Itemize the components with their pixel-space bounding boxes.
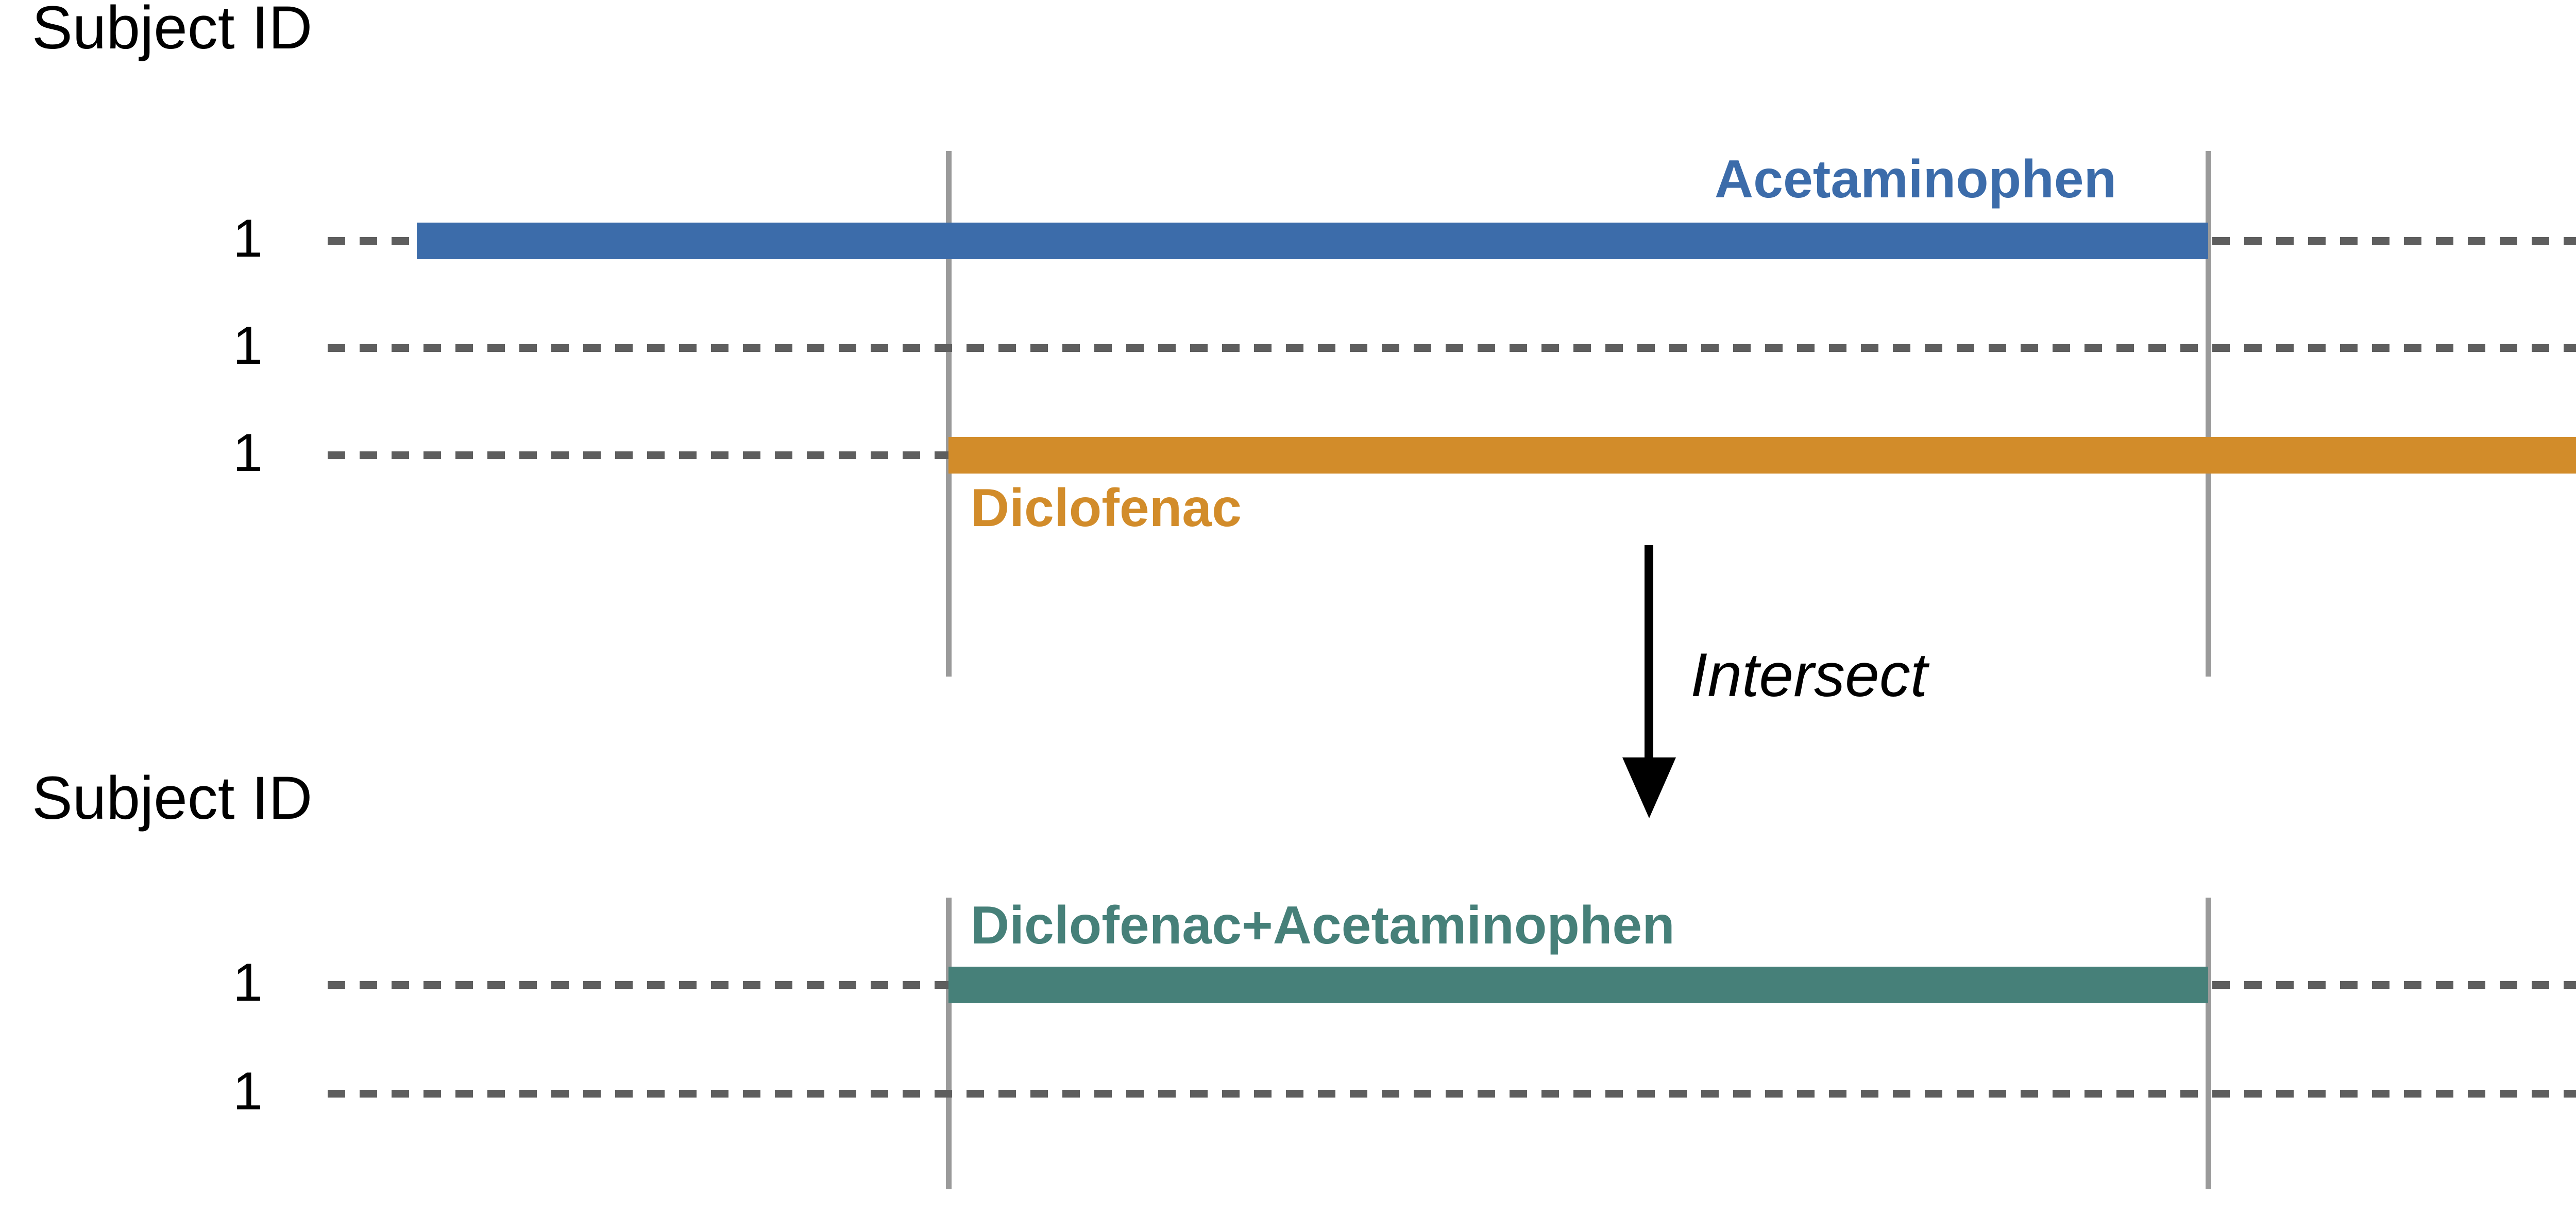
bar-combination-row1 — [948, 967, 2208, 1003]
gridline-5 — [946, 898, 952, 1189]
bar-diclofenac-row3 — [948, 437, 2576, 474]
bar-label-acetaminophen: Acetaminophen — [1715, 149, 2117, 209]
tick-label-bottom-1: 1 — [233, 953, 263, 1013]
tick-label-top-2: 1 — [233, 316, 263, 376]
down-arrow-icon — [1622, 757, 1676, 818]
bar-acetaminophen-row1 — [417, 223, 2208, 259]
tick-label-top-1: 1 — [233, 209, 263, 268]
tick-label-bottom-2: 1 — [233, 1061, 263, 1121]
tick-label-top-3: 1 — [233, 423, 263, 483]
grid-dash-row-2 — [328, 344, 2576, 352]
gridline-1 — [946, 151, 952, 677]
bar-label-diclofenac: Diclofenac — [971, 478, 1242, 538]
grid-dash-row-5 — [328, 1090, 2576, 1098]
axis-title-top: Subject ID — [32, 0, 313, 62]
intersect-arrow-shaft — [1645, 545, 1653, 787]
intersect-label: Intersect — [1690, 640, 1928, 710]
axis-title-bottom: Subject ID — [32, 764, 313, 832]
gridline-2 — [2206, 151, 2211, 677]
gridline-6 — [2206, 898, 2211, 1189]
bar-label-combination: Diclofenac+Acetaminophen — [971, 896, 1675, 955]
